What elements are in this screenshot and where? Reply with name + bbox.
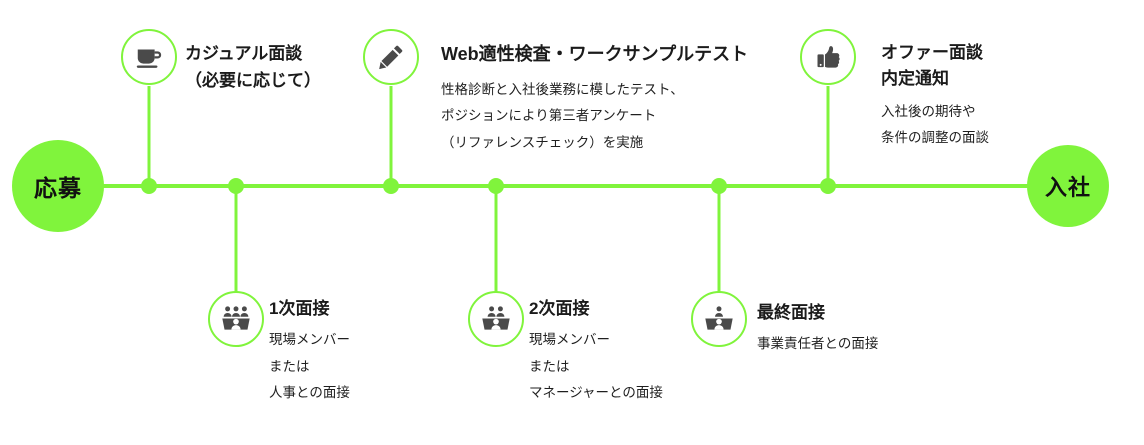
- step-line-second-interview-1: 現場メンバー: [529, 332, 610, 348]
- step-line-second-interview-3: マネージャーとの面接: [529, 384, 663, 400]
- timeline-start-node: 応募: [12, 140, 104, 232]
- step-text-web-test: Web適性検査・ワークサンプルテスト 性格診断と入社後業務に模したテスト、 ポジ…: [441, 41, 748, 156]
- step-line-web-test-3: （リファレンスチェック）を実施: [441, 134, 644, 150]
- step-text-second-interview: 2次面接 現場メンバー または マネージャーとの面接: [529, 296, 663, 406]
- step-subtitle-casual: （必要に応じて）: [185, 71, 321, 91]
- node-dot-offer: [820, 178, 836, 194]
- timeline-end-label: 入社: [1044, 175, 1091, 200]
- timeline-start-label: 応募: [34, 175, 82, 201]
- stem-casual: [147, 86, 151, 186]
- step-text-casual: カジュアル面談 （必要に応じて）: [185, 41, 321, 96]
- step-line-web-test-1: 性格診断と入社後業務に模したテスト、: [441, 81, 684, 97]
- step-title-casual: カジュアル面談: [185, 44, 303, 63]
- step-icon-web-test: [363, 29, 419, 85]
- timeline-axis: [98, 184, 1056, 188]
- step-line-first-interview-1: 現場メンバー: [269, 332, 350, 348]
- stem-final-interview: [717, 186, 721, 294]
- stem-offer: [826, 86, 830, 186]
- step-line-offer-2: 条件の調整の面談: [881, 130, 989, 145]
- stem-first-interview: [234, 186, 238, 294]
- step-text-offer: オファー面談 内定通知 入社後の期待や 条件の調整の面談: [881, 40, 989, 151]
- step-icon-offer: [800, 29, 856, 85]
- step-title-offer: オファー面談: [881, 43, 983, 62]
- timeline-end-node: 入社: [1027, 145, 1109, 227]
- step-title-first-interview: 1次面接: [269, 299, 330, 318]
- step-line-first-interview-3: 人事との面接: [269, 384, 350, 400]
- step-title-web-test: Web適性検査・ワークサンプルテスト: [441, 44, 749, 64]
- step-line-first-interview-2: または: [269, 358, 310, 374]
- step-line-second-interview-2: または: [529, 358, 570, 374]
- step-text-first-interview: 1次面接 現場メンバー または 人事との面接: [269, 296, 350, 406]
- step-text-final-interview: 最終面接 事業責任者との面接: [757, 300, 878, 358]
- step-icon-second-interview: [468, 291, 524, 347]
- step-title-final-interview: 最終面接: [757, 303, 825, 322]
- step-icon-first-interview: [208, 291, 264, 347]
- step-subtitle-offer: 内定通知: [881, 69, 949, 89]
- node-dot-casual: [141, 178, 157, 194]
- stem-web-test: [389, 86, 393, 186]
- step-icon-final-interview: [691, 291, 747, 347]
- step-line-final-interview-1: 事業責任者との面接: [757, 336, 879, 352]
- stem-second-interview: [494, 186, 498, 294]
- node-dot-web-test: [383, 178, 399, 194]
- step-title-second-interview: 2次面接: [529, 299, 590, 318]
- step-line-web-test-2: ポジションにより第三者アンケート: [441, 108, 657, 124]
- step-icon-casual: [121, 29, 177, 85]
- step-line-offer-1: 入社後の期待や: [881, 103, 976, 119]
